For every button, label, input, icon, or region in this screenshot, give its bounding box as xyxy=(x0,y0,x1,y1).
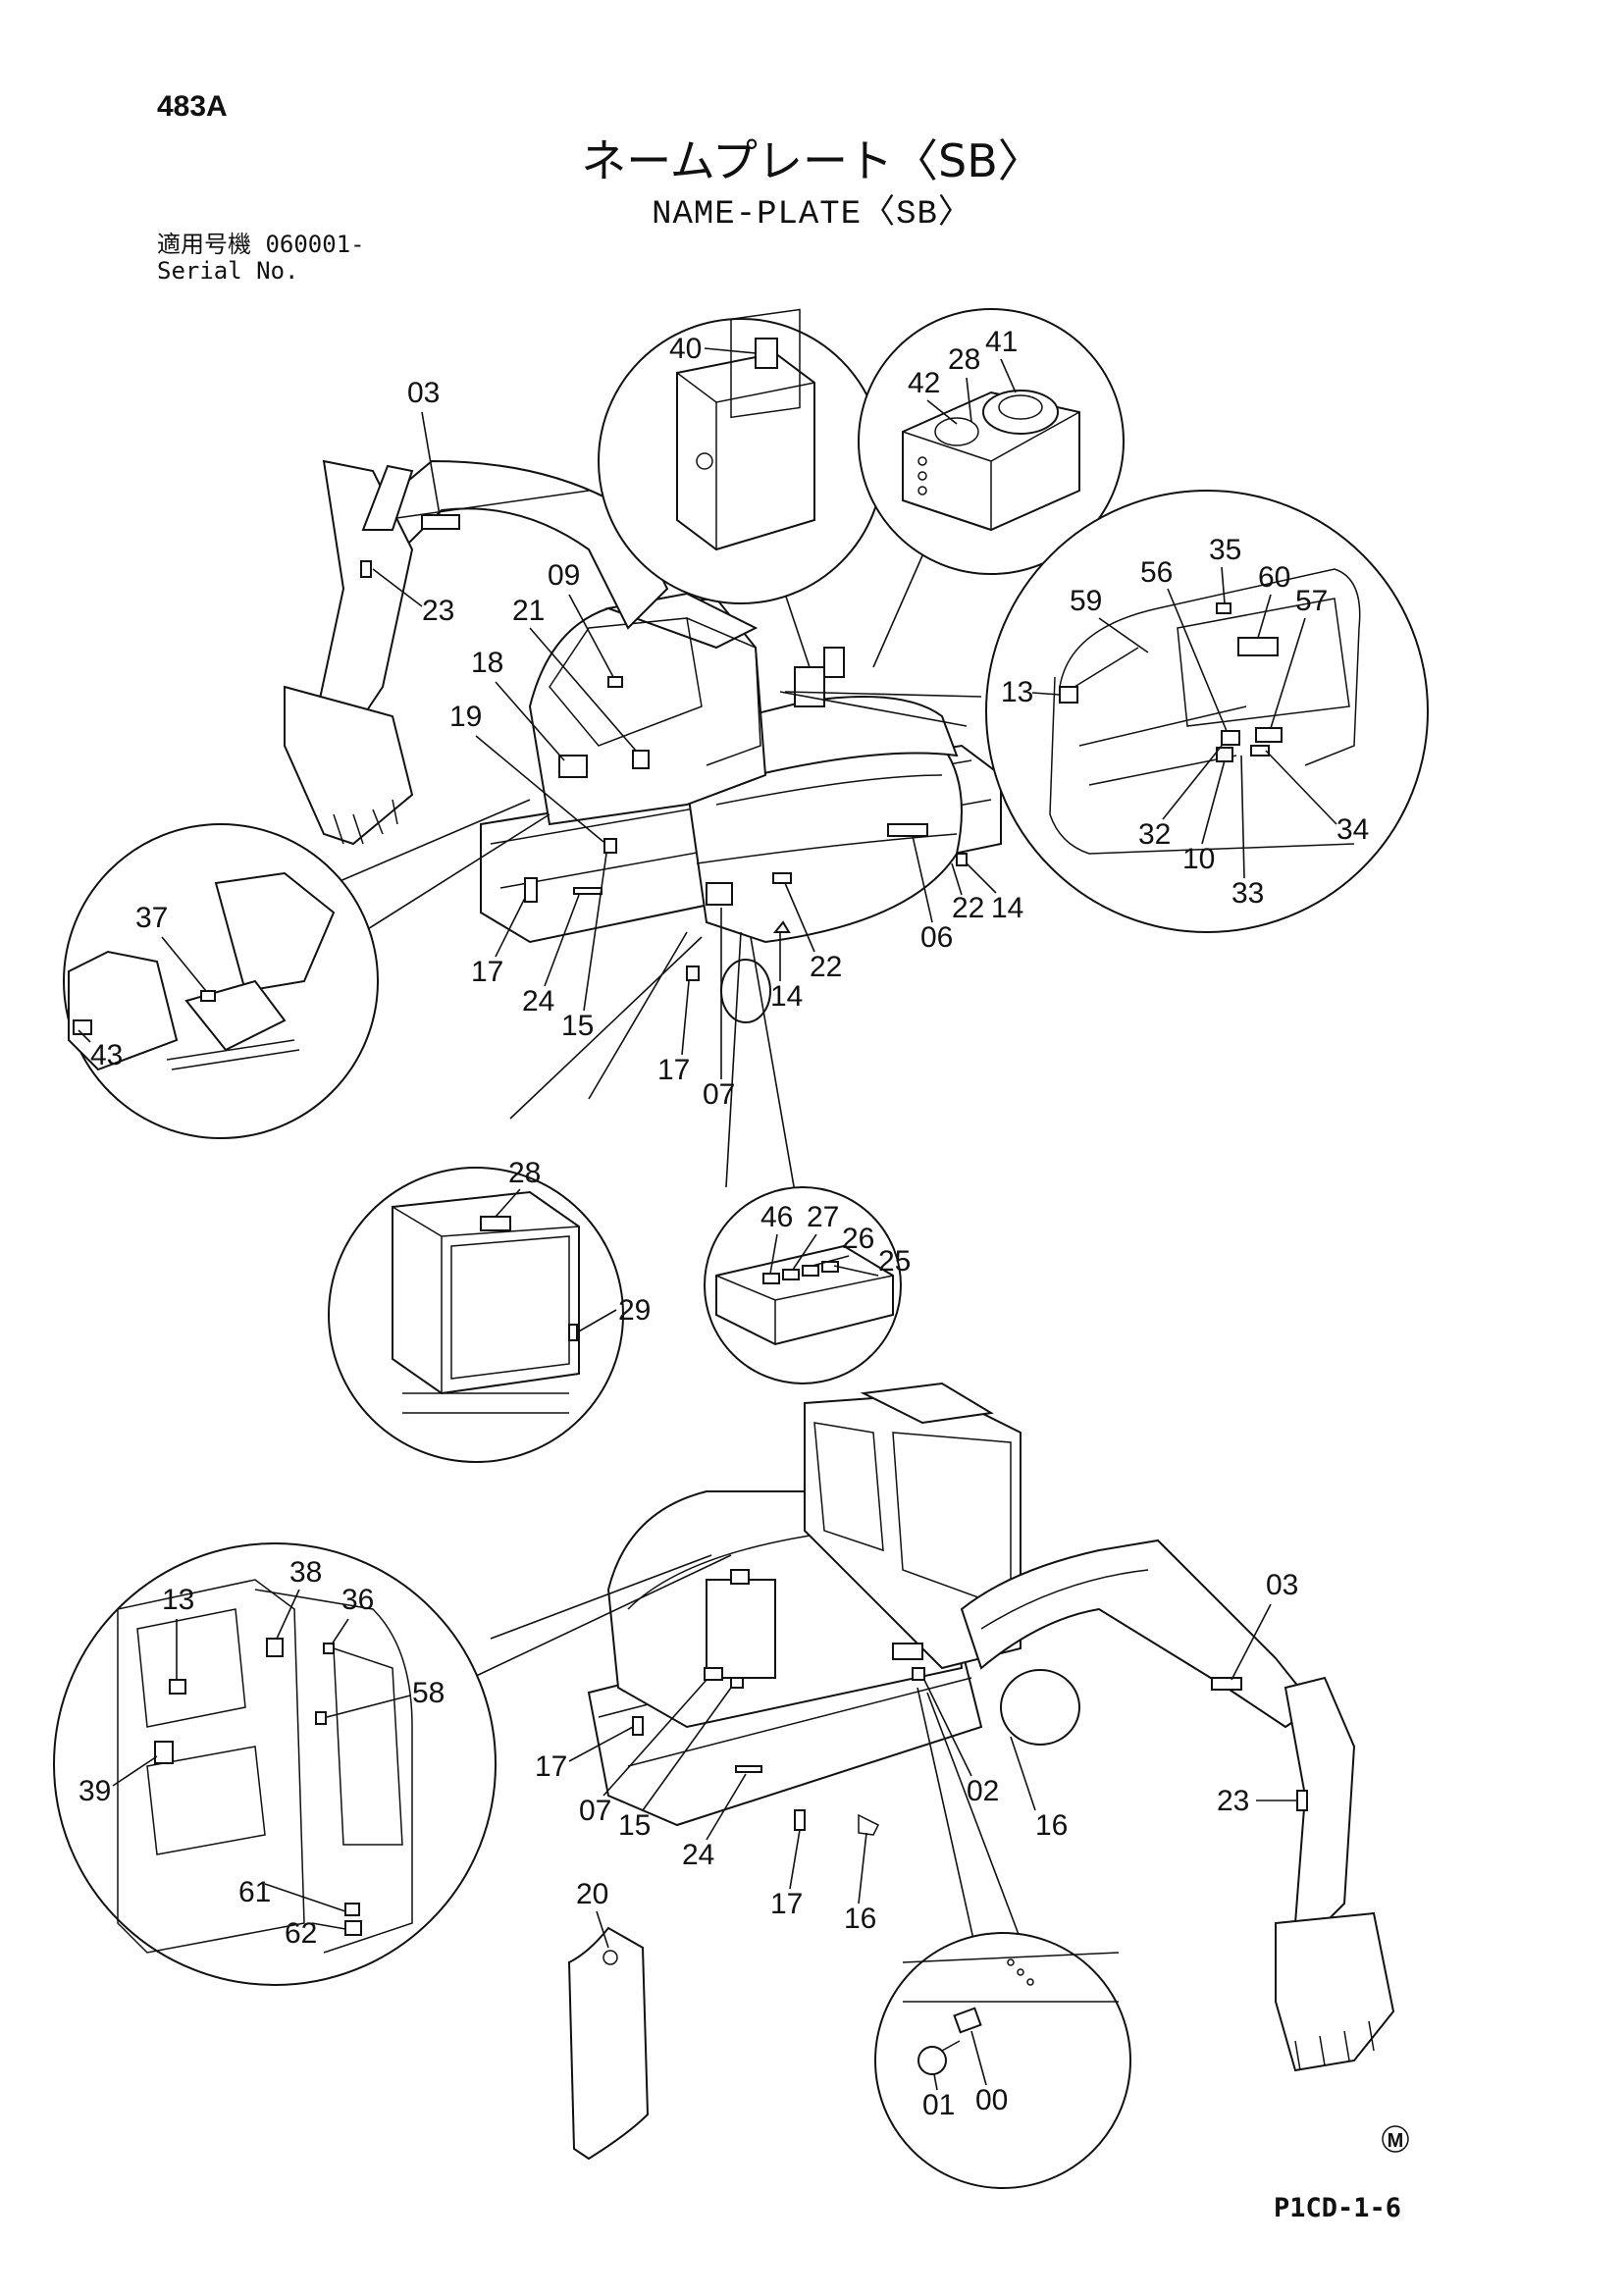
callout-label: 14 xyxy=(991,892,1023,924)
callout-label: 35 xyxy=(1209,534,1241,566)
title-english: NAME-PLATE〈SB〉 xyxy=(652,196,972,234)
callout-label: 58 xyxy=(412,1677,445,1709)
detail-circle-cab-left xyxy=(53,1542,497,1986)
callout-label: 23 xyxy=(1217,1785,1249,1817)
callout-label: 00 xyxy=(975,2084,1008,2116)
upper-excavator-drawing xyxy=(284,459,1002,1023)
callout-label: 17 xyxy=(535,1750,567,1783)
callout-label: 03 xyxy=(1266,1569,1298,1601)
page-id: 483A xyxy=(157,90,228,123)
lower-excavator-drawing xyxy=(587,1382,1395,2072)
manufacturer-mark-letter: M xyxy=(1388,2130,1404,2152)
callout-label: 09 xyxy=(548,559,580,592)
serial-number-label: 適用号機 060001- Serial No. xyxy=(157,232,365,285)
callout-label: 01 xyxy=(922,2089,955,2121)
detail-circle-fuel-tank xyxy=(598,308,884,604)
detail-circle-seat-console xyxy=(63,823,379,1139)
callout-label: 42 xyxy=(908,367,940,399)
title-japanese: ネームプレート〈SB〉 xyxy=(581,134,1043,187)
callout-label: 07 xyxy=(579,1795,611,1827)
callout-label: 24 xyxy=(522,985,554,1018)
callout-label: 20 xyxy=(576,1878,608,1910)
callout-label: 36 xyxy=(341,1584,374,1616)
callout-label: 37 xyxy=(135,902,168,934)
serial-label-japanese: 適用号機 060001- xyxy=(157,231,365,258)
callout-label: 16 xyxy=(844,1903,876,1935)
callout-label: 33 xyxy=(1231,877,1264,910)
callout-label: 61 xyxy=(238,1876,271,1908)
callout-label: 40 xyxy=(669,333,702,365)
callout-label: 43 xyxy=(90,1039,123,1071)
callout-label: 16 xyxy=(1035,1809,1068,1842)
callout-label: 07 xyxy=(703,1078,735,1111)
callout-label: 62 xyxy=(285,1917,317,1950)
callout-label: 18 xyxy=(471,647,503,679)
callout-label: 38 xyxy=(289,1556,322,1589)
callout-label: 23 xyxy=(422,595,454,627)
callout-label: 25 xyxy=(878,1245,911,1278)
callout-label: 17 xyxy=(471,956,503,988)
detail-circle-battery-box xyxy=(704,1186,902,1384)
callout-label: 46 xyxy=(760,1201,793,1233)
callout-label: 57 xyxy=(1295,585,1328,617)
callout-label: 24 xyxy=(682,1839,714,1871)
callout-label: 41 xyxy=(985,326,1018,358)
callout-label: 06 xyxy=(920,921,953,954)
callout-label: 28 xyxy=(948,343,980,376)
detail-circle-serial-plate xyxy=(874,1932,1131,2189)
callout-label: 26 xyxy=(842,1223,874,1255)
callout-label: 56 xyxy=(1140,556,1173,589)
callout-label: 39 xyxy=(79,1775,111,1807)
callout-label: 17 xyxy=(770,1888,803,1920)
callout-label: 17 xyxy=(657,1054,690,1086)
callout-label: 15 xyxy=(618,1809,651,1842)
callout-label: 22 xyxy=(952,892,984,924)
callout-label: 28 xyxy=(508,1157,541,1189)
callout-label: 14 xyxy=(770,980,803,1013)
detail-tag xyxy=(567,1926,650,2161)
manufacturer-mark-icon: M xyxy=(1382,2125,1409,2153)
callout-label: 59 xyxy=(1070,585,1102,617)
callout-label: 15 xyxy=(561,1010,594,1042)
callout-label: 29 xyxy=(618,1294,651,1327)
callout-label: 13 xyxy=(1001,676,1033,708)
callout-label: 03 xyxy=(407,377,440,409)
detail-circle-cab-right xyxy=(985,490,1429,933)
callout-label: 21 xyxy=(512,595,545,627)
callout-label: 60 xyxy=(1258,561,1290,594)
callout-label: 13 xyxy=(162,1584,194,1616)
detail-circle-radiator xyxy=(328,1167,624,1463)
callout-label: 34 xyxy=(1336,813,1369,846)
callout-label: 02 xyxy=(967,1775,999,1807)
document-code: P1CD-1-6 xyxy=(1274,2193,1402,2223)
callout-label: 27 xyxy=(807,1201,839,1233)
detail-circle-hydraulic-tank xyxy=(858,308,1125,575)
callout-label: 10 xyxy=(1182,843,1215,875)
callout-label: 19 xyxy=(449,701,482,733)
callout-label: 22 xyxy=(810,951,842,983)
callout-label: 32 xyxy=(1138,818,1171,851)
serial-label-english: Serial No. xyxy=(157,257,299,285)
